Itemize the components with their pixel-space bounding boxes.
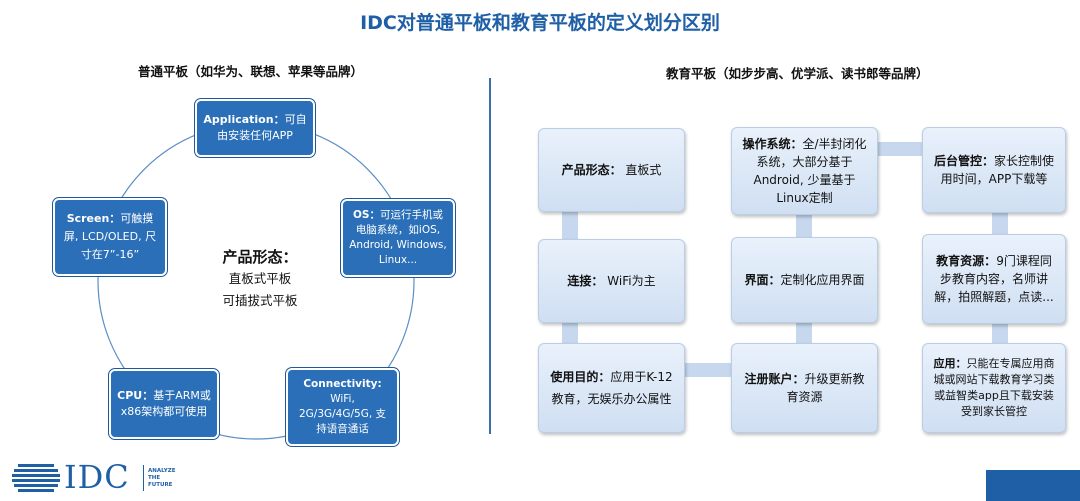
idc-logo: IDC ANALYZE THE FUTURE — [12, 459, 192, 497]
logo-text: IDC — [64, 458, 130, 496]
card-account-label: 注册账户： — [744, 372, 805, 386]
card-os: 操作系统：全/半封闭化系统，大部分基于Android, 少量基于Linux定制 — [731, 127, 878, 215]
card-parent-control: 后台管控：家长控制使用时间，APP下载等 — [922, 127, 1066, 213]
node-screen-label: Screen： — [66, 212, 121, 225]
node-cpu-text: 基于ARM或x86架构都可使用 — [120, 389, 211, 418]
card-product-form-text: 直板式 — [625, 163, 662, 177]
card-edu-resource-label: 教育资源： — [936, 254, 997, 268]
connector — [992, 320, 1008, 346]
node-screen: Screen：可触摸屏, LCD/OLED, 尺寸在7”-16” — [53, 198, 167, 276]
card-parent-control-label: 后台管控： — [933, 154, 994, 168]
center-line-2: 可插拔式平板 — [222, 293, 298, 308]
connector — [796, 320, 812, 346]
section-divider — [489, 78, 491, 434]
node-connectivity-text: WiFi, 2G/3G/4G/5G, 支持语音通话 — [298, 393, 387, 435]
card-connect-text: WiFi为主 — [607, 274, 656, 288]
connector — [562, 208, 578, 244]
node-os-label: OS： — [353, 209, 380, 221]
page-title: IDC对普通平板和教育平板的定义划分区别 — [360, 12, 720, 34]
card-account-text: 升级更新教育资源 — [786, 372, 865, 404]
connector — [683, 363, 733, 377]
globe-icon — [12, 464, 60, 492]
node-cpu: CPU：基于ARM或x86架构都可使用 — [109, 369, 219, 439]
node-application-text: 可自由安装任何APP — [217, 113, 307, 142]
card-purpose-text: 应用于K-12教育，无娱乐办公属性 — [551, 370, 673, 406]
tagline-2: THE — [148, 475, 161, 481]
node-application: Application：可自由安装任何APP — [195, 99, 315, 157]
card-ui-label: 界面： — [744, 273, 781, 287]
card-purpose-label: 使用目的： — [550, 370, 611, 384]
card-parent-control-text: 家长控制使用时间，APP下载等 — [940, 154, 1055, 186]
connector — [876, 142, 922, 156]
card-app-label: 应用： — [933, 357, 967, 370]
card-ui: 界面：定制化应用界面 — [731, 237, 878, 323]
node-application-label: Application： — [203, 113, 285, 126]
logo-separator — [143, 465, 144, 491]
card-connect-label: 连接： — [567, 274, 604, 288]
card-app-text: 只能在专属应用商城或网站下载教育学习类或益智类app且下载安装受到家长管控 — [933, 357, 1055, 418]
node-connectivity-label: Connectivity: — [303, 378, 382, 390]
card-product-form: 产品形态： 直板式 — [538, 128, 685, 212]
center-title: 产品形态： — [222, 248, 298, 266]
right-subtitle: 教育平板（如步步高、优学派、读书郎等品牌） — [666, 66, 929, 81]
card-os-label: 操作系统： — [742, 137, 803, 151]
node-screen-text: 可触摸屏, LCD/OLED, 尺寸在7”-16” — [63, 212, 157, 261]
tagline-3: FUTURE — [148, 482, 173, 488]
connector — [992, 208, 1008, 236]
card-edu-resource: 教育资源：9门课程同步教育内容，名师讲解，拍照解题，点读... — [922, 234, 1066, 324]
node-os: OS：可运行手机或电脑系统，如iOS, Android, Windows, Li… — [341, 199, 455, 277]
corner-accent — [986, 470, 1080, 501]
card-account: 注册账户：升级更新教育资源 — [731, 343, 878, 433]
card-connect: 连接： WiFi为主 — [538, 239, 685, 323]
node-cpu-label: CPU： — [117, 389, 154, 402]
connector — [562, 320, 578, 346]
card-purpose: 使用目的：应用于K-12教育，无娱乐办公属性 — [538, 343, 685, 433]
card-product-form-label: 产品形态： — [561, 163, 622, 177]
center-line-1: 直板式平板 — [228, 271, 292, 286]
tagline-1: ANALYZE — [148, 468, 176, 474]
left-subtitle: 普通平板（如华为、联想、苹果等品牌） — [138, 64, 364, 79]
card-ui-text: 定制化应用界面 — [780, 273, 865, 287]
card-app: 应用：只能在专属应用商城或网站下载教育学习类或益智类app且下载安装受到家长管控 — [922, 343, 1066, 433]
node-connectivity: Connectivity: WiFi, 2G/3G/4G/5G, 支持语音通话 — [286, 368, 399, 446]
connector — [796, 212, 812, 238]
card-os-text: 全/半封闭化系统，大部分基于Android, 少量基于Linux定制 — [753, 137, 867, 205]
node-os-text: 可运行手机或电脑系统，如iOS, Android, Windows, Linux… — [349, 209, 447, 266]
center-product-form: 产品形态： 直板式平板 可插拔式平板 — [190, 246, 330, 312]
card-edu-resource-text: 9门课程同步教育内容，名师讲解，拍照解题，点读... — [934, 254, 1054, 304]
